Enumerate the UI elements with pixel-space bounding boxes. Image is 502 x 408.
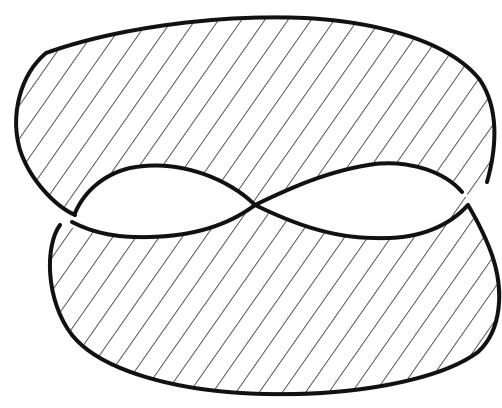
diagram-canvas	[0, 0, 502, 408]
knot-surface-drawing	[0, 0, 502, 408]
